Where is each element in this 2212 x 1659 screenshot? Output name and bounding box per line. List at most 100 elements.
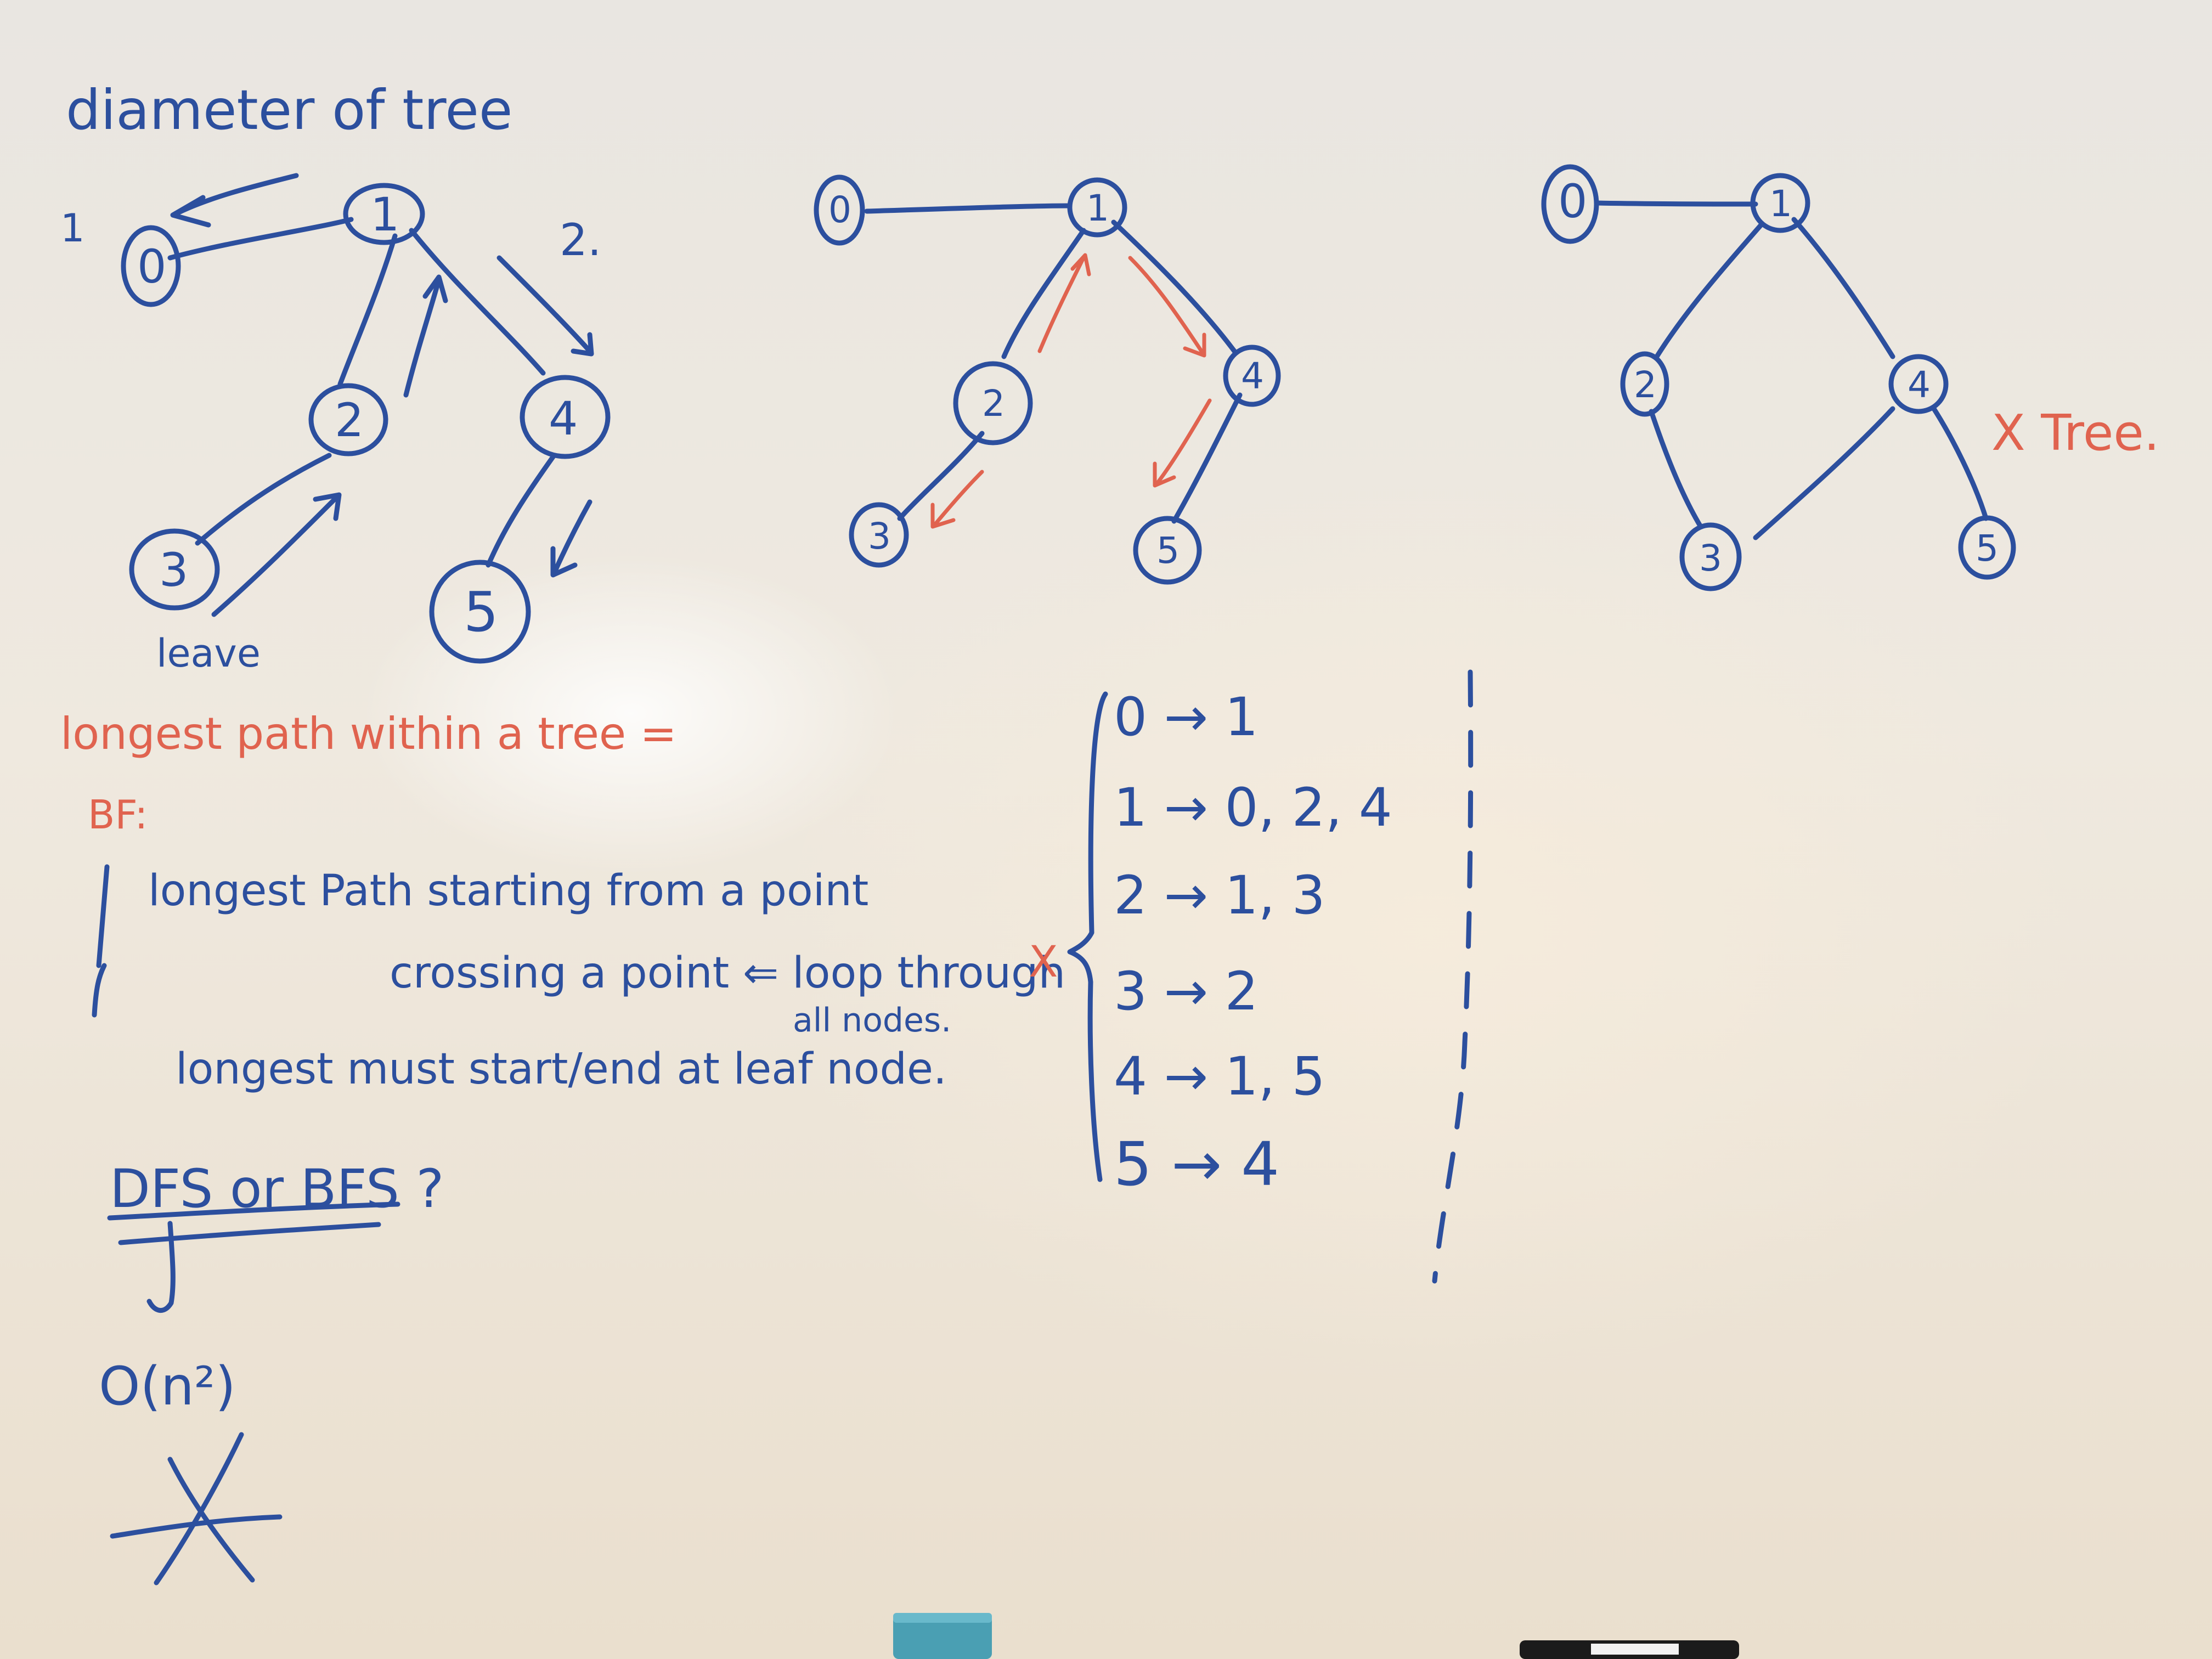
tree3-edge-0-1: [1594, 200, 1758, 207]
tree1-node-3: 3: [159, 543, 188, 597]
tree1-arrowhead-down-4: [571, 332, 594, 357]
board-title: diameter of tree: [66, 78, 512, 142]
tree-2: [814, 174, 1281, 585]
tree2-edge-4-5: [1171, 392, 1243, 524]
tree2-edge-0-1: [864, 203, 1073, 214]
tree3-node-3-circle: [1679, 522, 1742, 591]
tree1-edge-1-4: [409, 228, 546, 376]
tree2-node-3-circle: [849, 502, 909, 568]
tree3-node-1-circle: [1750, 173, 1810, 233]
tree3-node-3: 3: [1699, 537, 1722, 579]
tree1-node-4: 4: [549, 392, 578, 445]
notes-dfs-bfs: DFS or BFS ?: [110, 1158, 444, 1220]
tree3-edge-4-3: [1753, 406, 1895, 540]
tree1-edge-1-2: [337, 233, 398, 387]
notes-bracket: [92, 864, 110, 1018]
notes-line-1: longest Path starting from a point: [148, 866, 868, 916]
tree1-node-3-circle: [129, 528, 220, 611]
tree2-node-0-circle: [814, 174, 865, 246]
tree3-edge-1-4: [1791, 217, 1895, 359]
whiteboard-marker[interactable]: [1520, 1640, 1739, 1659]
tree1-node-2: 2: [335, 393, 364, 447]
tree1-arrow-to-0: [173, 173, 299, 217]
tree1-arrowhead-to-5: [550, 546, 578, 578]
tree2-node-2: 2: [982, 382, 1005, 425]
tree3-node-2-circle: [1620, 351, 1669, 417]
tree3-node-0: 0: [1558, 174, 1587, 228]
tree3-edge-4-5: [1931, 406, 1989, 521]
tree-3: [1541, 164, 2016, 591]
tree2-node-1: 1: [1086, 187, 1109, 229]
tree2-red-arrow-to-3: [933, 470, 984, 526]
not-a-tree-mark: X Tree.: [1991, 404, 2159, 462]
tree2-node-4: 4: [1241, 355, 1264, 397]
tree2-node-2-circle: [953, 361, 1033, 445]
tree1-edge-4-5: [486, 453, 557, 568]
tree1-node-1: 1: [370, 188, 399, 241]
tree2-node-0: 0: [828, 189, 851, 231]
tree2-edge-2-3: [897, 431, 985, 521]
notes-complexity: O(n²): [99, 1356, 236, 1417]
divider-line: [1432, 669, 1474, 1284]
tree1-node-5: 5: [464, 580, 499, 644]
dfs-underline: [107, 1201, 400, 1221]
tree1-node-1-circle: [343, 183, 425, 245]
tree3-edge-1-2: [1654, 222, 1764, 359]
notes-heading: longest path within a tree =: [60, 708, 677, 759]
tree3-node-4-circle: [1888, 354, 1949, 414]
tree1-node-0: 0: [137, 240, 166, 294]
tree2-red-arrow-to-5: [1155, 398, 1212, 485]
tree3-node-5-circle: [1958, 515, 2016, 580]
adjacency-brace: [1067, 691, 1108, 1182]
tree1-arrowhead-from-leaf: [313, 492, 342, 521]
tree3-node-5: 5: [1976, 527, 1999, 569]
tree2-node-1-circle: [1067, 177, 1127, 238]
dfs-underline-2: [118, 1222, 381, 1245]
tree1-arrow-down-4: [496, 255, 592, 354]
tree1-arrow-from-leaf: [211, 494, 340, 617]
tree2-red-arrowhead-to-5: [1153, 461, 1176, 488]
tree1-edge-0-1: [167, 217, 354, 261]
adjacency-list: 0 → 1 1 → 0, 2, 4 2 → 1, 3 3 → 2 4 → 1, …: [1114, 686, 1392, 1199]
adjacency-cross: X: [1029, 938, 1058, 987]
notes-bf: BF:: [88, 792, 148, 838]
tree1-arrow-up: [403, 277, 442, 398]
tree3-edge-2-3: [1649, 409, 1703, 529]
tree1-arrowhead-to-0: [170, 195, 211, 228]
tree3-node-0-circle: [1541, 164, 1599, 244]
tree2-red-arrowhead-down-4: [1183, 332, 1206, 358]
adjacency-row-2: 2 → 1, 3: [1114, 865, 1325, 926]
tree2-red-arrows: [930, 253, 1212, 529]
dfs-arrow-down: [146, 1221, 176, 1313]
step-mark-1: 1: [60, 206, 85, 251]
notes-line-2: crossing a point ⇐ loop through: [390, 949, 1065, 998]
tree2-red-arrow-down-4: [1128, 256, 1204, 353]
adjacency-row-1: 1 → 0, 2, 4: [1114, 777, 1392, 838]
tree1-node-5-circle: [429, 560, 531, 664]
tree2-red-arrow-up: [1037, 256, 1086, 353]
tree3-node-1: 1: [1769, 183, 1792, 225]
tree1-edge-2-3: [195, 453, 332, 546]
asterisk-mark: [110, 1432, 283, 1585]
tree3-node-2: 2: [1634, 364, 1657, 406]
tree2-edge-1-2: [1001, 228, 1086, 359]
notes-line-2b: all nodes.: [793, 1001, 951, 1040]
notes-line-3: longest must start/end at leaf node.: [176, 1045, 947, 1094]
tree1-node-4-circle: [520, 375, 611, 459]
adjacency-row-5: 5 → 4: [1114, 1129, 1279, 1199]
tree1-node-2-circle: [308, 383, 388, 456]
tree2-node-4-circle: [1223, 345, 1281, 407]
tree2-red-arrowhead-up: [1070, 253, 1091, 276]
tree1-arrow-to-5: [551, 499, 592, 576]
tree3-node-4: 4: [1908, 364, 1931, 406]
adjacency-row-3: 3 → 2: [1114, 961, 1259, 1022]
tree2-red-arrowhead-to-3: [930, 503, 956, 529]
whiteboard-eraser[interactable]: [893, 1613, 992, 1659]
tree-1: [121, 173, 611, 664]
tree2-node-5-circle: [1133, 516, 1202, 585]
tree1-arrowhead-up: [422, 274, 448, 303]
tree2-node-3: 3: [868, 515, 891, 557]
leave-label: leave: [156, 631, 261, 676]
